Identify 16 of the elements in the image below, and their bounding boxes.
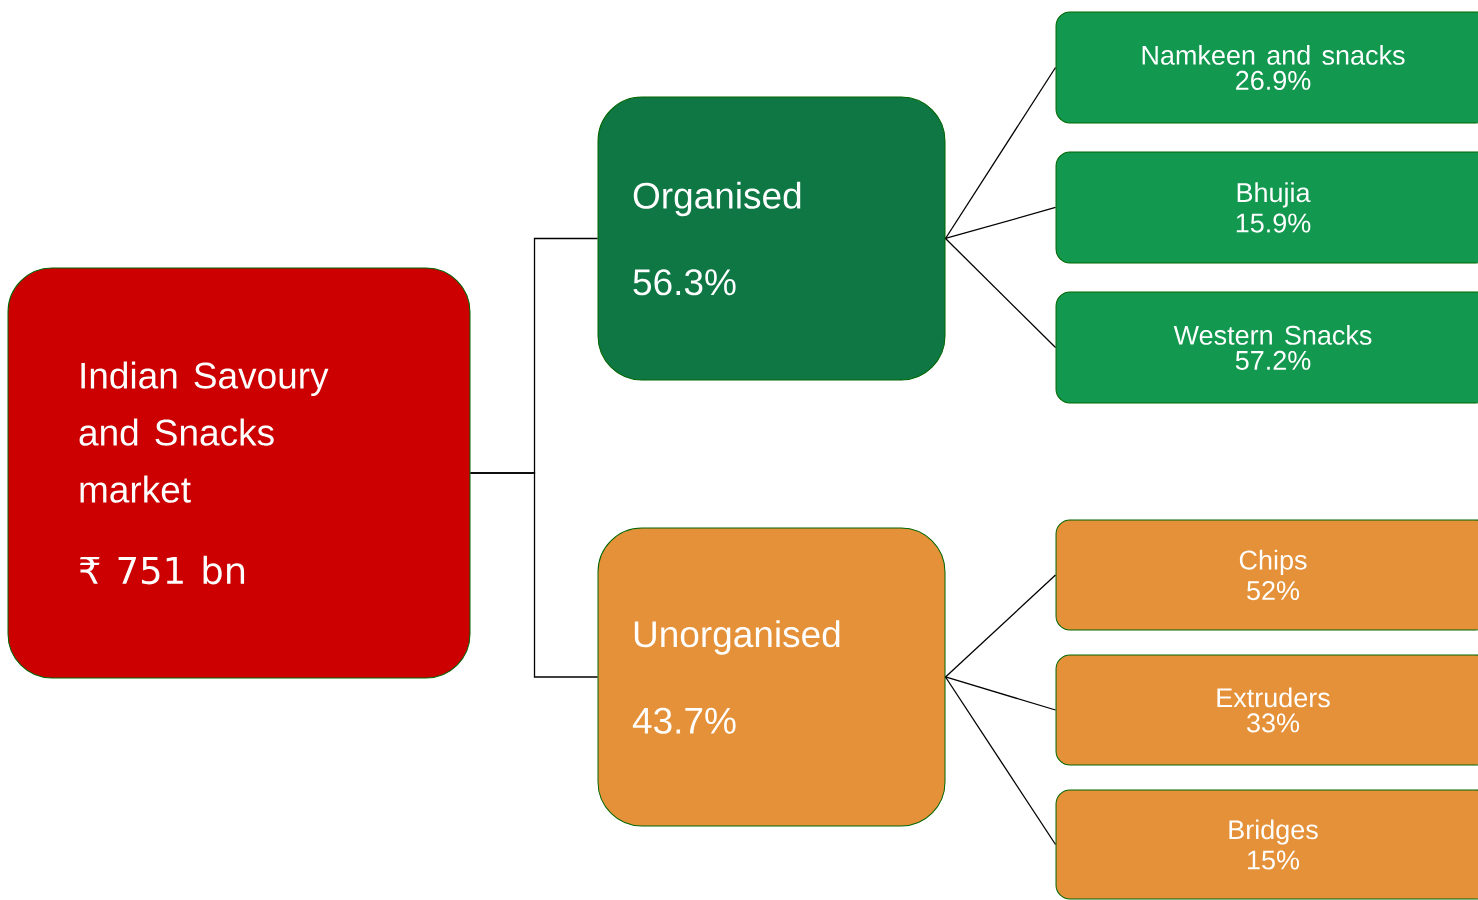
category-box: Bhujia 15.9% [1055, 151, 1478, 264]
category-box: Western Snacks 57.2% [1055, 291, 1478, 404]
segment-box: Unorganised 43.7% [597, 527, 946, 827]
market-box: Indian Savoury and Snacks market ₹ 751 bn [7, 267, 471, 679]
connector-line [944, 676, 1057, 711]
connector-line [469, 472, 599, 678]
category-box: Chips 52% [1055, 519, 1478, 631]
connector-line [944, 66, 1057, 240]
connector-line [944, 574, 1057, 678]
category-box: Extruders 33% [1055, 654, 1478, 766]
connector-line [944, 237, 1057, 349]
connector-line [944, 676, 1057, 846]
segment-box: Organised 56.3% [597, 96, 946, 381]
category-box: Namkeen and snacks 26.9% [1055, 11, 1478, 124]
category-box: Bridges 15% [1055, 789, 1478, 900]
connector-line [944, 206, 1057, 240]
